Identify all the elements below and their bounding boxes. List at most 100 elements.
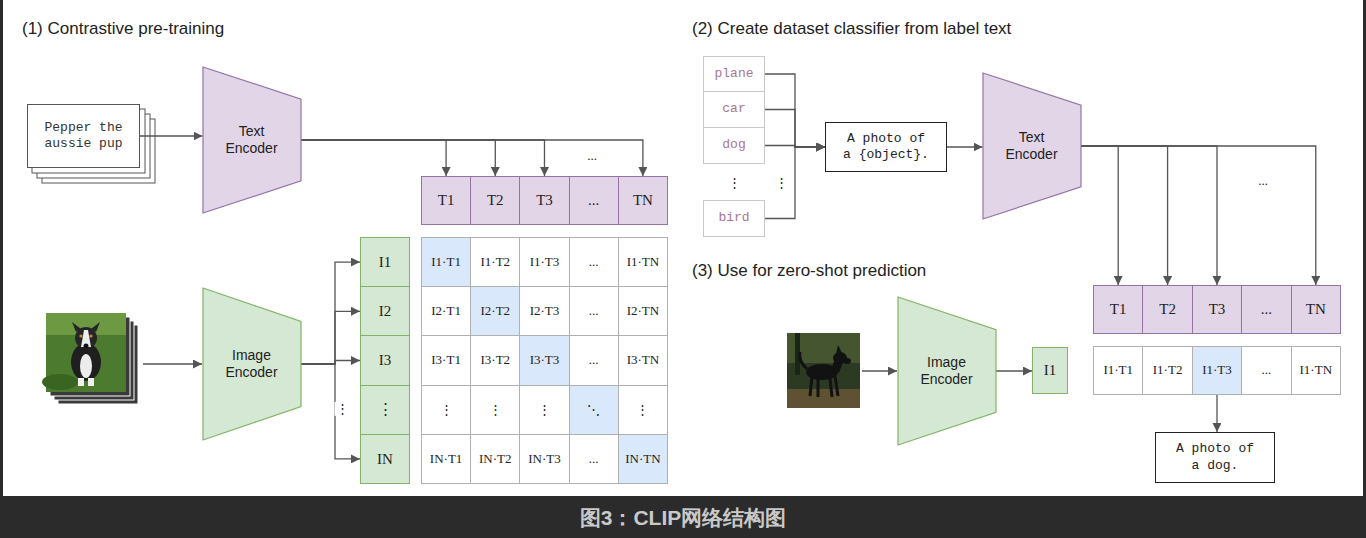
node-text: T1: [1110, 300, 1127, 319]
similarity-cell: I3·T1: [421, 335, 471, 385]
text-embedding: T1: [1093, 285, 1143, 334]
similarity-cell: I3·TN: [618, 335, 668, 385]
node-text: I1·T2: [1153, 362, 1183, 378]
node-text: I1·T3: [530, 254, 560, 270]
similarity-cell: ...: [569, 237, 619, 287]
text-embedding: TN: [1291, 285, 1341, 334]
image-encoder: Image Encoder: [898, 297, 996, 445]
dog-ear: [836, 345, 842, 354]
ellipsis-mark: ...: [1257, 174, 1269, 188]
similarity-cell: ⋮: [519, 385, 569, 435]
arrow-connector: [301, 140, 545, 176]
ellipsis-mark: ⋮: [774, 176, 789, 190]
node-text: ⋱: [587, 402, 600, 418]
text-embedding: T3: [519, 176, 569, 225]
panel-heading: (3) Use for zero-shot prediction: [692, 262, 926, 281]
image-embedding: IN: [360, 434, 410, 484]
node-text: ⋮: [489, 402, 502, 418]
figure-caption: 图3：CLIP网络结构图: [580, 504, 787, 532]
dog-photo: [787, 333, 860, 408]
node-text: Pepper the aussie pup: [36, 120, 132, 153]
encoder-outline: [203, 67, 301, 213]
image-embedding: ⋮: [360, 385, 410, 435]
node-text: I1·T1: [1103, 362, 1133, 378]
dog-nose: [84, 344, 89, 349]
text-encoder: Text Encoder: [983, 73, 1081, 219]
class-label-box: dog: [703, 127, 765, 164]
node-text: IN·T1: [430, 451, 463, 467]
encoder-outline: [898, 297, 996, 445]
similarity-cell-match: I2·T2: [470, 286, 520, 336]
node-text: Text Encoder: [1002, 129, 1062, 164]
arrow-connector: [1081, 146, 1316, 285]
node-text: car: [722, 101, 745, 117]
similarity-cell-match: ⋱: [569, 385, 619, 435]
dog-paw: [78, 378, 84, 386]
ellipsis-mark: ...: [586, 149, 598, 163]
image-encoder: Image Encoder: [203, 288, 301, 440]
photo-ground: [787, 333, 860, 408]
node-text: ...: [589, 451, 599, 467]
similarity-cell: ...: [569, 286, 619, 336]
node-text: Image Encoder: [222, 347, 282, 382]
image-embedding: I1: [360, 237, 410, 287]
node-text: dog: [722, 137, 745, 153]
dog-eye: [89, 334, 92, 337]
similarity-cell: IN·T3: [519, 434, 569, 484]
node-text: A photo of a dog.: [1170, 441, 1260, 474]
node-text: I2·T2: [480, 303, 510, 319]
node-text: I1·T1: [431, 254, 461, 270]
similarity-cell: I3·T2: [470, 335, 520, 385]
dog-ear: [72, 322, 81, 332]
node-text: ⋮: [636, 402, 649, 418]
similarity-cell: I1·TN: [618, 237, 668, 287]
arrow-connector: [301, 262, 361, 364]
node-text: T2: [487, 191, 504, 210]
grass: [42, 374, 78, 390]
node-text: IN·TN: [625, 451, 660, 467]
node-text: I3·T1: [431, 352, 461, 368]
arrow-connector: [765, 110, 825, 148]
similarity-cell: ⋮: [470, 385, 520, 435]
node-text: I2·T1: [431, 303, 461, 319]
node-text: bird: [718, 210, 749, 226]
node-text: I1·TN: [1300, 362, 1333, 378]
node-text: Text Encoder: [222, 123, 282, 158]
image-embedding: I3: [360, 335, 410, 385]
encoder-outline: [203, 288, 301, 440]
photo-stack: [42, 313, 138, 404]
text-embedding: T2: [1142, 285, 1192, 334]
node-text: TN: [633, 191, 653, 210]
text-embedding: ...: [1241, 285, 1291, 334]
text-embedding: TN: [618, 176, 668, 225]
dog-photo: [42, 313, 126, 392]
arrow-connector: [301, 364, 361, 459]
node-text: ...: [1261, 300, 1272, 319]
prompt-box: A photo of a dog.: [1155, 432, 1275, 483]
text-embedding: T1: [421, 176, 471, 225]
text-embedding: T3: [1192, 285, 1242, 334]
arrow-connector: [947, 146, 983, 147]
image-embedding: I2: [360, 286, 410, 336]
similarity-cell: I2·T1: [421, 286, 471, 336]
panel-heading: (1) Contrastive pre-training: [22, 20, 224, 39]
arrow-connector: [301, 311, 361, 364]
node-text: ...: [589, 303, 599, 319]
similarity-cell-match: I1·T3: [1192, 346, 1242, 395]
similarity-cell-match: I3·T3: [519, 335, 569, 385]
node-text: I2: [379, 302, 392, 321]
similarity-cell: I1·T2: [1142, 346, 1192, 395]
similarity-cell: I1·T1: [1093, 346, 1143, 395]
node-text: ...: [589, 352, 599, 368]
arrow-connector: [1081, 146, 1217, 285]
node-text: I1·T3: [1202, 362, 1232, 378]
text-embedding: T2: [470, 176, 520, 225]
similarity-cell: ...: [1241, 346, 1291, 395]
node-text: I3·TN: [627, 352, 660, 368]
similarity-cell-match: I1·T1: [421, 237, 471, 287]
similarity-cell: ⋮: [618, 385, 668, 435]
node-text: IN·T3: [528, 451, 561, 467]
similarity-cell: ⋮: [421, 385, 471, 435]
node-text: IN·T2: [479, 451, 512, 467]
caption-bar: 图3：CLIP网络结构图: [0, 497, 1366, 538]
